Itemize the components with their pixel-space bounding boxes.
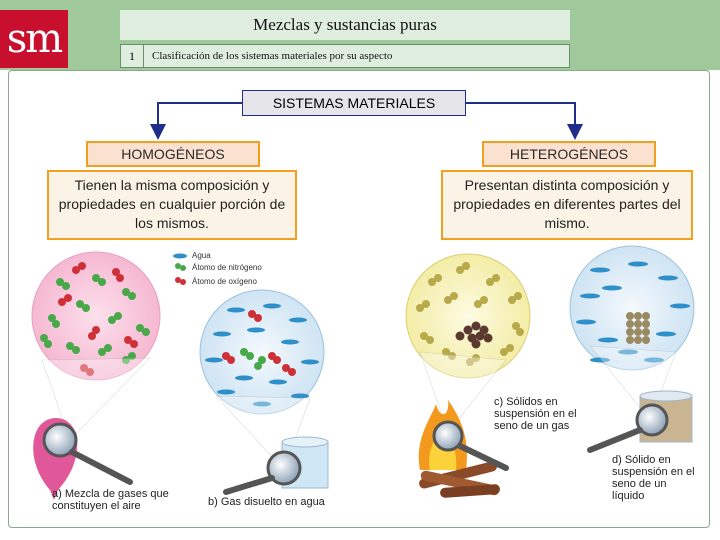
gas-in-water-illustration — [199, 289, 329, 495]
heterogeneous-description: Presentan distinta composición y propied… — [441, 170, 693, 240]
root-node: SISTEMAS MATERIALES — [242, 90, 466, 116]
liquid-molecules — [576, 261, 690, 363]
section-number: 1 — [121, 45, 144, 67]
smoke-zoom-circle — [405, 253, 531, 379]
solid-cluster — [626, 312, 650, 344]
connector-right — [466, 102, 583, 140]
legend — [173, 253, 187, 285]
title-panel: Mezclas y sustancias puras — [120, 10, 570, 40]
section-subtitle: Clasificación de los sistemas materiales… — [152, 50, 393, 62]
legend-nitrogen: Átomo de nitrógeno — [192, 263, 262, 272]
gas-particles — [416, 262, 524, 366]
caption-air: a) Mezcla de gases que constituyen el ai… — [52, 488, 169, 512]
water-molecules — [205, 303, 319, 407]
smoke-magnifier-handle — [457, 443, 509, 471]
legend-water-swatch — [173, 253, 187, 259]
water-magnifier — [266, 450, 302, 486]
publisher-logo: sm — [0, 10, 68, 68]
air-magnifier — [42, 422, 78, 458]
liquid-magnifier-handle — [587, 427, 643, 453]
water-magnifier-handle — [223, 475, 275, 495]
air-zoom-cone — [41, 357, 151, 441]
content-frame — [8, 70, 710, 528]
oxygen-molecules — [58, 262, 138, 376]
caption-solids-gas: c) Sólidos en suspensión en el seno de u… — [494, 396, 577, 432]
logo-text: sm — [6, 16, 63, 62]
solid-in-liquid-illustration — [569, 245, 695, 453]
homogeneous-description: Tienen la misma composición y propiedade… — [47, 170, 297, 240]
liquid-magnifier — [635, 403, 669, 437]
caption-gas-water: b) Gas disuelto en agua — [208, 496, 325, 508]
dissolved-gas-molecules — [222, 310, 296, 376]
homogeneous-node: HOMOGÉNEOS — [86, 141, 260, 167]
soot-cluster — [455, 321, 493, 349]
connector-left — [150, 102, 242, 140]
smoke-magnifier — [432, 420, 464, 452]
dissolved-nitrogen-molecules — [240, 348, 266, 370]
solids-in-gas-illustration — [405, 253, 531, 498]
smoke-zoom-cone — [419, 351, 507, 433]
legend-oxygen: Átomo de oxígeno — [192, 277, 257, 286]
page-title: Mezclas y sustancias puras — [253, 15, 437, 34]
subtitle-panel: 1 Clasificación de los sistemas material… — [120, 44, 570, 68]
nitrogen-molecules — [40, 274, 150, 364]
legend-water: Agua — [192, 251, 211, 260]
heterogeneous-node: HETEROGÉNEOS — [482, 141, 656, 167]
caption-solid-liquid: d) Sólido en suspensión en el seno de un… — [612, 454, 695, 502]
air-mixture-illustration — [31, 251, 161, 500]
air-magnifier-handle — [69, 449, 133, 485]
